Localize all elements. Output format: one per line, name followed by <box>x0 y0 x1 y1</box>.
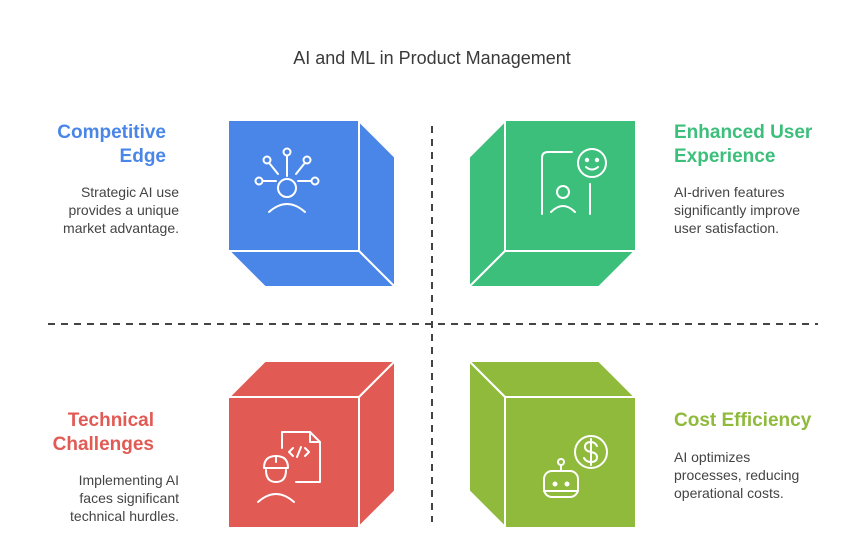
cost-efficiency-title-line: Cost Efficiency <box>674 410 812 431</box>
technical-challenges-box <box>228 360 396 528</box>
technical-challenges-title: Technical Challenges <box>30 409 154 457</box>
technical-challenges-description: Implementing AI faces significant techni… <box>20 471 179 525</box>
cost-efficiency-box <box>468 360 636 528</box>
cost-efficiency-description: AI optimizes processes, reducing operati… <box>674 448 854 502</box>
enhanced-user-experience-title-line: Experience <box>674 146 776 167</box>
technical-challenges-title-line: Challenges <box>52 434 154 455</box>
competitive-edge-title-line: Edge <box>119 146 166 167</box>
enhanced-user-experience-desc-line: AI-driven features <box>674 184 785 200</box>
cost-efficiency-desc-line: operational costs. <box>674 485 784 501</box>
competitive-edge-desc-line: market advantage. <box>63 220 179 236</box>
enhanced-user-experience-title-line: Enhanced User <box>674 122 813 143</box>
enhanced-user-experience-description: AI-driven features significantly improve… <box>674 183 854 237</box>
cost-efficiency-title: Cost Efficiency <box>674 409 854 433</box>
page-title: AI and ML in Product Management <box>293 48 571 68</box>
cost-efficiency-desc-line: AI optimizes <box>674 449 751 465</box>
technical-challenges-desc-line: technical hurdles. <box>70 508 179 524</box>
person-with-network-icon <box>254 147 320 213</box>
competitive-edge-box <box>228 120 396 288</box>
enhanced-user-experience-box <box>468 120 636 288</box>
robot-dollar-icon <box>543 435 608 498</box>
engineer-code-document-icon <box>257 431 321 503</box>
competitive-edge-desc-line: Strategic AI use <box>80 184 179 200</box>
competitive-edge-title-line: Competitive <box>57 122 166 143</box>
technical-challenges-desc-line: faces significant <box>79 490 179 506</box>
user-smiley-screen-icon <box>541 148 607 215</box>
competitive-edge-description: Strategic AI use provides a unique marke… <box>20 183 179 237</box>
competitive-edge-desc-line: provides a unique <box>68 202 179 218</box>
technical-challenges-title-line: Technical <box>67 410 154 431</box>
enhanced-user-experience-desc-line: significantly improve <box>674 202 801 218</box>
enhanced-user-experience-desc-line: user satisfaction. <box>674 220 780 236</box>
enhanced-user-experience-title: Enhanced User Experience <box>674 121 854 169</box>
technical-challenges-desc-line: Implementing AI <box>78 472 179 488</box>
cost-efficiency-desc-line: processes, reducing <box>674 467 800 483</box>
competitive-edge-title: Competitive Edge <box>30 121 166 169</box>
